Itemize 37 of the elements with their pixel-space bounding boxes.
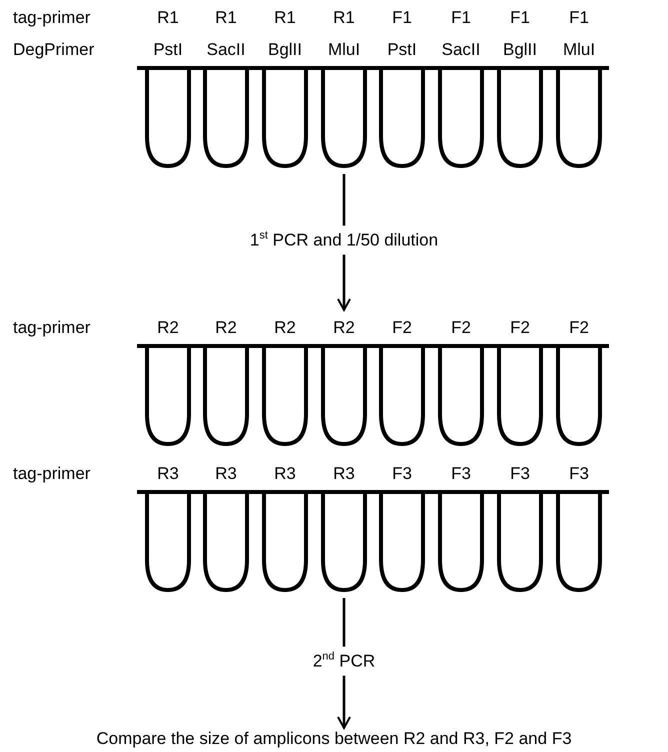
tube-label: F2 [392, 317, 412, 339]
tube-label: F1 [510, 7, 530, 29]
row-label: DegPrimer [13, 39, 94, 61]
tube-label: F3 [451, 463, 471, 485]
tube-label: MluI [328, 39, 360, 61]
tube-label: SacII [442, 39, 480, 61]
tube-label: F3 [392, 463, 412, 485]
tube-label: F2 [510, 317, 530, 339]
tube-label: R2 [157, 317, 179, 339]
tube-label: BglII [268, 39, 302, 61]
tube-label: BglII [502, 39, 538, 61]
row-label: tag-primer [13, 317, 90, 339]
tube-label: F3 [510, 463, 530, 485]
tube-label: F2 [569, 317, 589, 339]
row-label: tag-primer [13, 7, 90, 29]
tube-label: R2 [274, 317, 296, 339]
tube-label: R3 [215, 463, 237, 485]
tube-label: R1 [215, 7, 237, 29]
tube-label: PstI [153, 39, 183, 61]
tube-label: F1 [569, 7, 589, 29]
tube-label: R1 [157, 7, 179, 29]
tube-label: SacII [206, 39, 246, 61]
tube-label: PstI [387, 39, 417, 61]
tube-label: F1 [451, 7, 471, 29]
tube-label: R1 [274, 7, 296, 29]
tube-label: R3 [333, 463, 355, 485]
tube-label: R3 [274, 463, 296, 485]
row-label: tag-primer [13, 463, 90, 485]
result-text: Compare the size of amplicons between R2 and R3, F2 and F3 [0, 728, 668, 750]
tube-label: F1 [392, 7, 412, 29]
tube-label: R2 [215, 317, 237, 339]
tube-label: R2 [333, 317, 355, 339]
tube-label: R3 [157, 463, 179, 485]
tube-label: R1 [333, 7, 355, 29]
tube-label: F2 [451, 317, 471, 339]
tube-label: F3 [569, 463, 589, 485]
tube-label: MluI [562, 39, 596, 61]
